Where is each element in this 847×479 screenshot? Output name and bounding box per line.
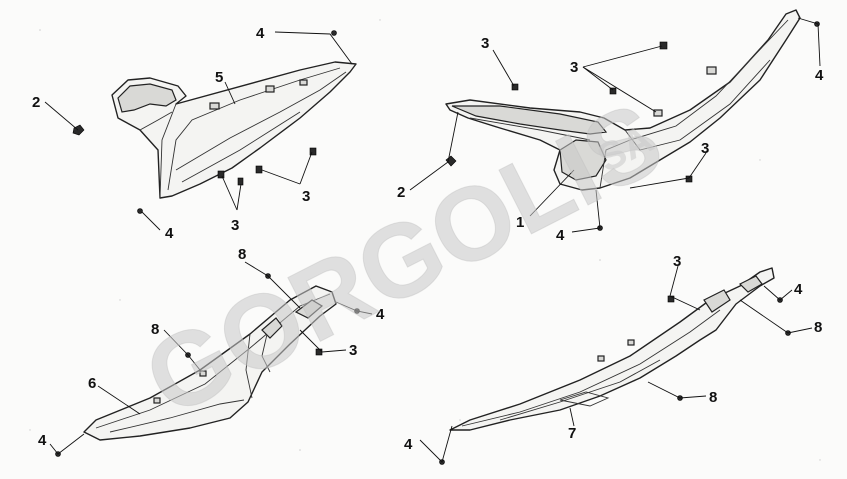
clip-3-f (659, 41, 668, 50)
leaders-lower-right (419, 265, 813, 463)
callout-4-lower-left-right: 4 (376, 306, 385, 323)
callout-4-top-left: 4 (256, 25, 265, 42)
callout-4-lower-right-top: 4 (794, 281, 803, 298)
callout-3-left-low: 3 (231, 217, 239, 234)
callout-3-lower-left: 3 (349, 342, 357, 359)
leaders-lower-left (49, 261, 373, 455)
clip-3-h (685, 175, 693, 183)
leaders-top-right (409, 17, 821, 233)
callout-8-lower-right-mid: 8 (709, 389, 717, 406)
side-panel-lower-left (83, 285, 337, 441)
clip-3-g (609, 87, 617, 95)
callout-8-lower-left-top: 8 (238, 246, 246, 263)
clip-3-e (511, 83, 519, 91)
callout-4-lower-right-bottom: 4 (404, 436, 413, 453)
callout-6: 6 (88, 375, 96, 392)
callout-8-lower-right: 8 (814, 319, 822, 336)
callout-2-left: 2 (32, 94, 40, 111)
paper-speckle (29, 19, 821, 461)
callout-5: 5 (215, 69, 223, 86)
callout-4-left-bottom: 4 (165, 225, 174, 242)
callout-2-right: 2 (397, 184, 405, 201)
callout-3-left-mid: 3 (302, 188, 310, 205)
callout-7: 7 (568, 425, 576, 442)
screw-4-bottom-left (137, 208, 143, 214)
side-cover-upper-left (111, 61, 357, 199)
side-cover-upper-right (445, 9, 801, 191)
callout-4-lower-left-bottom: 4 (38, 432, 47, 449)
screw-4-top-left (331, 30, 337, 36)
callout-3-top-right-a: 3 (481, 35, 489, 52)
callout-3-top-right-c: 3 (701, 140, 709, 157)
callout-8-lower-left: 8 (151, 321, 159, 338)
clip-3-c (255, 165, 263, 174)
clip-3-b (237, 177, 244, 186)
callout-1: 1 (516, 214, 524, 231)
clip-3-d (309, 147, 317, 156)
leaders-top-left (44, 31, 353, 231)
callout-4-top-right: 4 (815, 67, 824, 84)
clip-3-a (217, 170, 225, 179)
fasteners-top-left (72, 30, 337, 214)
callout-3-top-right-b: 3 (570, 59, 578, 76)
nut-2-right (445, 155, 457, 167)
side-panel-lower-right (449, 267, 775, 431)
nut-2-left (72, 124, 85, 136)
callout-3-lower-right: 3 (673, 253, 681, 270)
callout-4-right-bottom: 4 (556, 227, 565, 244)
